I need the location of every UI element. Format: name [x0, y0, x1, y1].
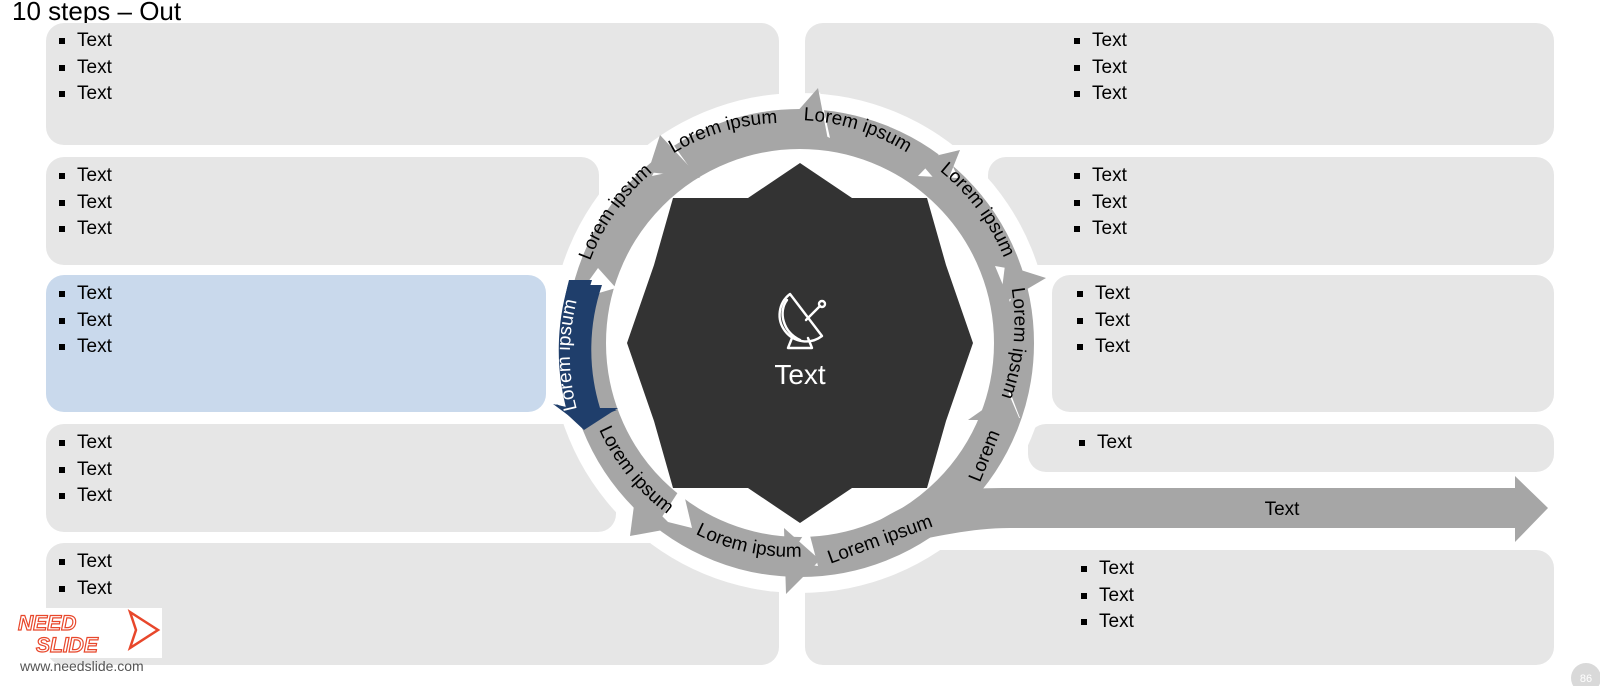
list-item: Text — [57, 457, 112, 484]
arrowhead-top — [788, 88, 828, 140]
arrowhead-top-left — [648, 135, 700, 178]
list-left-1: Text Text Text — [57, 28, 112, 108]
panel-left-1 — [46, 23, 779, 145]
list-right-2: Text Text Text — [1072, 163, 1127, 243]
page-number: 86 — [1580, 673, 1592, 685]
out-arrow — [800, 476, 1548, 562]
list-item: Text — [57, 483, 112, 510]
arrowhead-bottom — [784, 528, 820, 594]
list-item: Text — [1072, 81, 1127, 108]
list-item: Text — [57, 163, 112, 190]
list-left-2: Text Text Text — [57, 163, 112, 243]
list-left-4: Text Text Text — [57, 430, 112, 510]
list-item: Text — [1075, 308, 1130, 335]
logo-url: www.needslide.com — [20, 658, 144, 674]
center-shape — [627, 163, 973, 523]
panel-right-2 — [988, 157, 1554, 265]
panel-left-2 — [46, 157, 599, 265]
list-item: Text — [1079, 583, 1134, 610]
list-item: Text — [1079, 609, 1134, 636]
list-item: Text — [1075, 334, 1130, 361]
list-item: Text — [57, 190, 112, 217]
list-item: Text — [57, 55, 112, 82]
list-right-4: Text — [1077, 430, 1132, 457]
list-item: Text — [57, 81, 112, 108]
svg-text:NEED: NEED — [18, 612, 76, 635]
list-item: Text — [57, 430, 112, 457]
list-item: Text — [1072, 190, 1127, 217]
panel-right-1 — [805, 23, 1554, 145]
panel-right-5 — [805, 550, 1554, 665]
list-item: Text — [57, 308, 112, 335]
slide-title: 10 steps – Out — [12, 0, 182, 26]
list-item: Text — [57, 216, 112, 243]
list-item: Text — [57, 281, 112, 308]
list-item: Text — [1072, 55, 1127, 82]
list-left-5: Text Text — [57, 549, 112, 602]
out-arrow-label: Text — [1265, 499, 1301, 520]
panel-left-5 — [46, 543, 779, 665]
list-item: Text — [1072, 163, 1127, 190]
list-item: Text — [1072, 216, 1127, 243]
panel-left-3 — [46, 275, 546, 412]
list-item: Text — [1072, 28, 1127, 55]
list-right-3: Text Text Text — [1075, 281, 1130, 361]
center-label: Text — [774, 359, 826, 390]
list-right-1: Text Text Text — [1072, 28, 1127, 108]
list-left-3: Text Text Text — [57, 281, 112, 361]
panel-left-4 — [46, 424, 616, 532]
arrowhead-right — [1000, 265, 1046, 305]
panel-right-4 — [1028, 424, 1554, 472]
list-item: Text — [57, 576, 112, 603]
arrowhead-right-low — [968, 392, 1020, 420]
list-item: Text — [57, 28, 112, 55]
arrowhead-bottom-left — [630, 490, 674, 536]
list-item: Text — [57, 334, 112, 361]
list-item: Text — [1079, 556, 1134, 583]
satellite-dish-icon — [778, 292, 827, 350]
list-item: Text — [1075, 281, 1130, 308]
panel-right-3 — [1052, 275, 1554, 412]
list-item: Text — [1077, 430, 1132, 457]
arrowhead-top-right — [918, 150, 960, 190]
needslide-logo: NEED SLIDE — [12, 608, 162, 658]
page-number-badge: 86 — [1571, 663, 1600, 686]
list-item: Text — [57, 549, 112, 576]
svg-text:SLIDE: SLIDE — [36, 634, 99, 657]
list-right-5: Text Text Text — [1079, 556, 1134, 636]
